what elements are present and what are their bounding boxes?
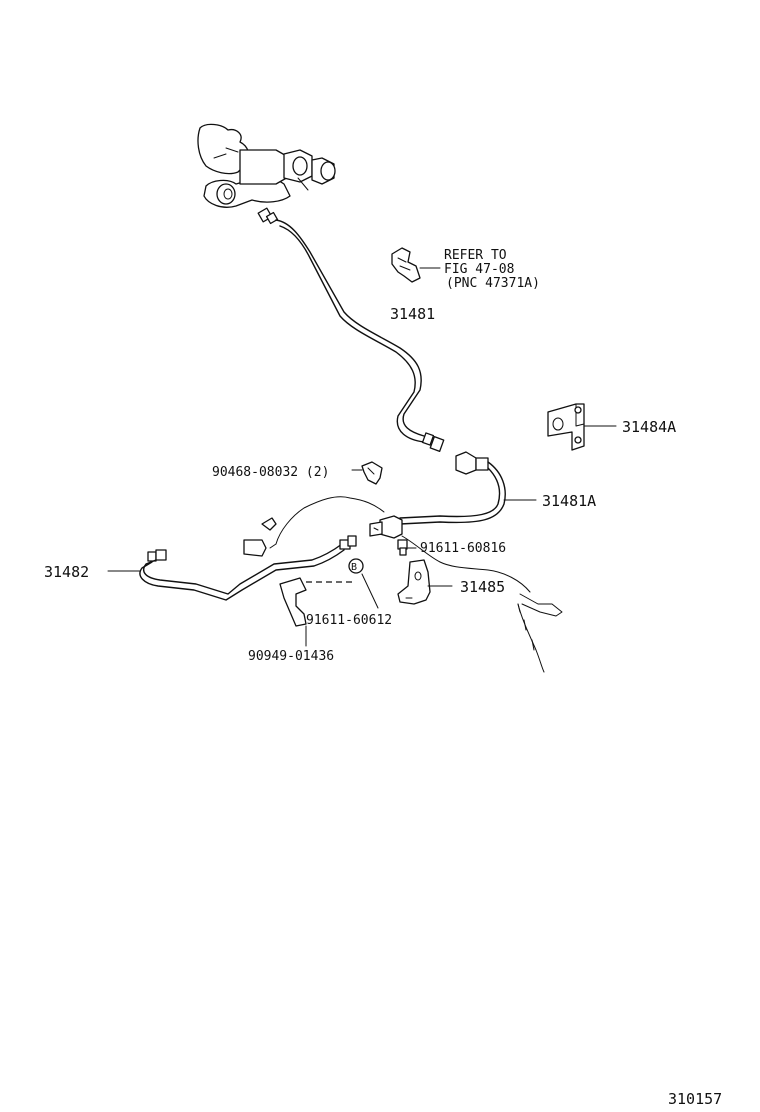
part-label-90949-01436: 90949-01436	[248, 649, 334, 664]
circle-b-marker	[348, 558, 379, 609]
refer-to-label-line3: (PNC 47371A)	[446, 276, 540, 291]
part-label-31485: 31485	[460, 578, 505, 596]
bolt-91611-60816	[397, 539, 417, 556]
part-label-31481: 31481	[390, 305, 435, 323]
part-label-31482: 31482	[44, 563, 89, 581]
part-label-91611-60816: 91611-60816	[420, 541, 506, 556]
clip-90468-08032	[351, 461, 383, 485]
part-label-31481a: 31481A	[542, 492, 596, 510]
brake-line-31481	[257, 207, 445, 452]
flexible-hose-31481a	[369, 451, 537, 539]
body-panel-outline	[243, 496, 563, 673]
part-labels: REFER TO FIG 47-08 (PNC 47371A) 31481 31…	[44, 248, 722, 1108]
clip-reference-47-08	[391, 247, 441, 283]
circle-b-label: B	[351, 562, 357, 573]
master-cylinder	[197, 123, 336, 208]
part-label-90468-08032: 90468-08032 (2)	[212, 465, 329, 480]
refer-to-label-line2: FIG 47-08	[444, 262, 514, 277]
bracket-90949-01436	[279, 577, 356, 647]
part-label-31484a: 31484A	[622, 418, 676, 436]
bracket-31485	[397, 559, 453, 605]
bracket-31484a	[547, 403, 617, 451]
part-label-91611-60612: 91611-60612	[306, 613, 392, 628]
brake-line-31482	[107, 535, 357, 601]
figure-number: 310157	[668, 1090, 722, 1108]
refer-to-label-line1: REFER TO	[444, 248, 507, 263]
